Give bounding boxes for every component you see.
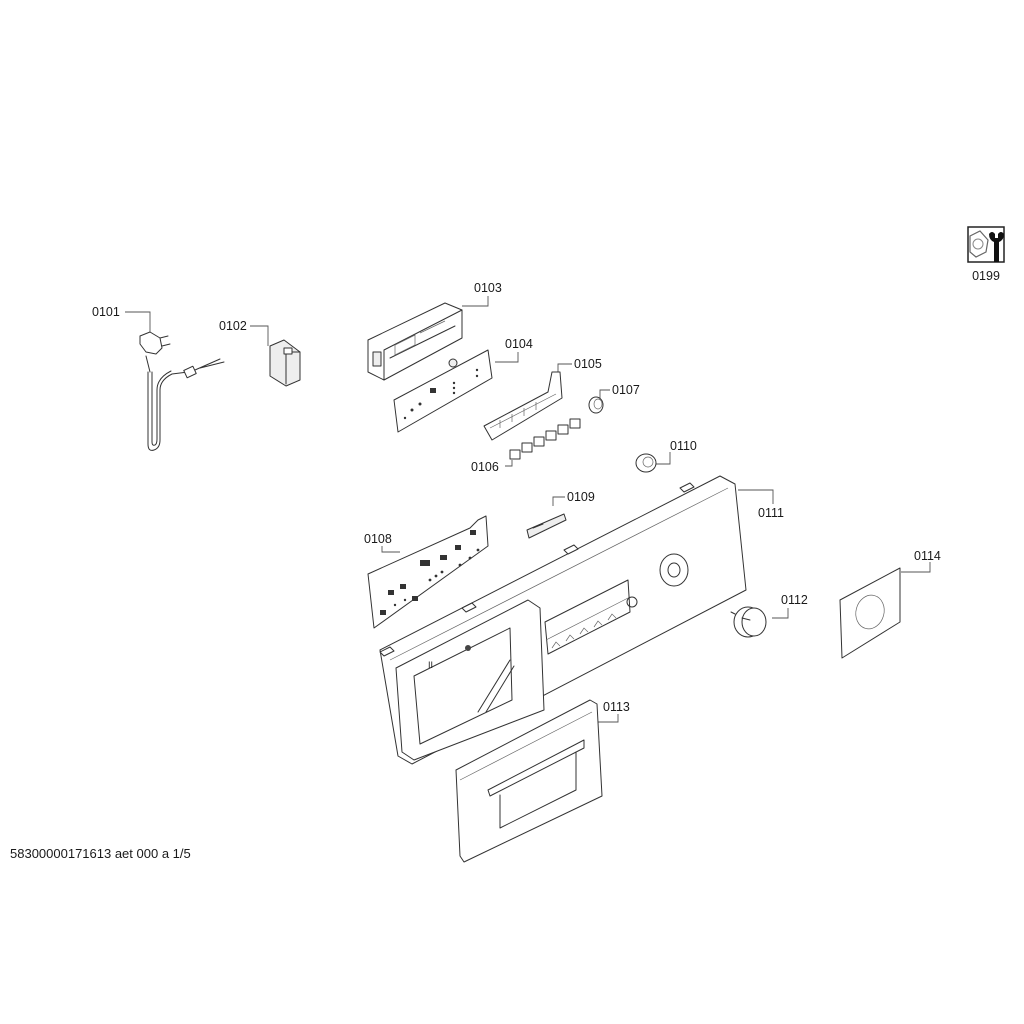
- part-label-0114: 0114: [914, 549, 941, 563]
- part-0105[interactable]: 0105: [483, 357, 602, 441]
- part-0114[interactable]: 0114: [839, 549, 941, 659]
- part-0104[interactable]: 0104: [393, 337, 533, 433]
- part-label-0106: 0106: [471, 460, 499, 474]
- part-label-0113: 0113: [603, 700, 630, 714]
- part-label-0199: 0199: [972, 269, 1000, 283]
- part-label-0108: 0108: [364, 532, 392, 546]
- part-0101[interactable]: 0101: [92, 305, 225, 451]
- part-0107[interactable]: 0107: [588, 383, 640, 414]
- part-label-0101: 0101: [92, 305, 120, 319]
- part-label-0105: 0105: [574, 357, 602, 371]
- part-0112[interactable]: 0112: [730, 593, 808, 638]
- part-label-0104: 0104: [505, 337, 533, 351]
- part-0102[interactable]: 0102: [219, 319, 301, 387]
- part-label-0102: 0102: [219, 319, 247, 333]
- part-label-0109: 0109: [567, 490, 595, 504]
- part-0109[interactable]: 0109: [526, 490, 595, 539]
- wrench-nut-icon: [967, 226, 1005, 263]
- part-label-0111: 0111: [758, 506, 784, 520]
- part-label-0103: 0103: [474, 281, 502, 295]
- part-0110[interactable]: 0110: [635, 439, 697, 473]
- part-0103[interactable]: 0103: [367, 281, 502, 381]
- part-label-0107: 0107: [612, 383, 640, 397]
- part-0106[interactable]: 0106: [471, 418, 581, 474]
- compartment-mark-ii: II: [428, 660, 433, 670]
- part-0113[interactable]: 0113: [455, 699, 630, 863]
- service-part-0199[interactable]: 0199: [967, 226, 1005, 283]
- part-0108[interactable]: 0108: [364, 515, 489, 629]
- document-footer: 58300000171613 aet 000 a 1/5: [10, 846, 191, 861]
- part-label-0110: 0110: [670, 439, 697, 453]
- part-label-0112: 0112: [781, 593, 808, 607]
- part-0111[interactable]: 0111 II: [379, 475, 784, 765]
- prewash-symbol: [465, 645, 471, 651]
